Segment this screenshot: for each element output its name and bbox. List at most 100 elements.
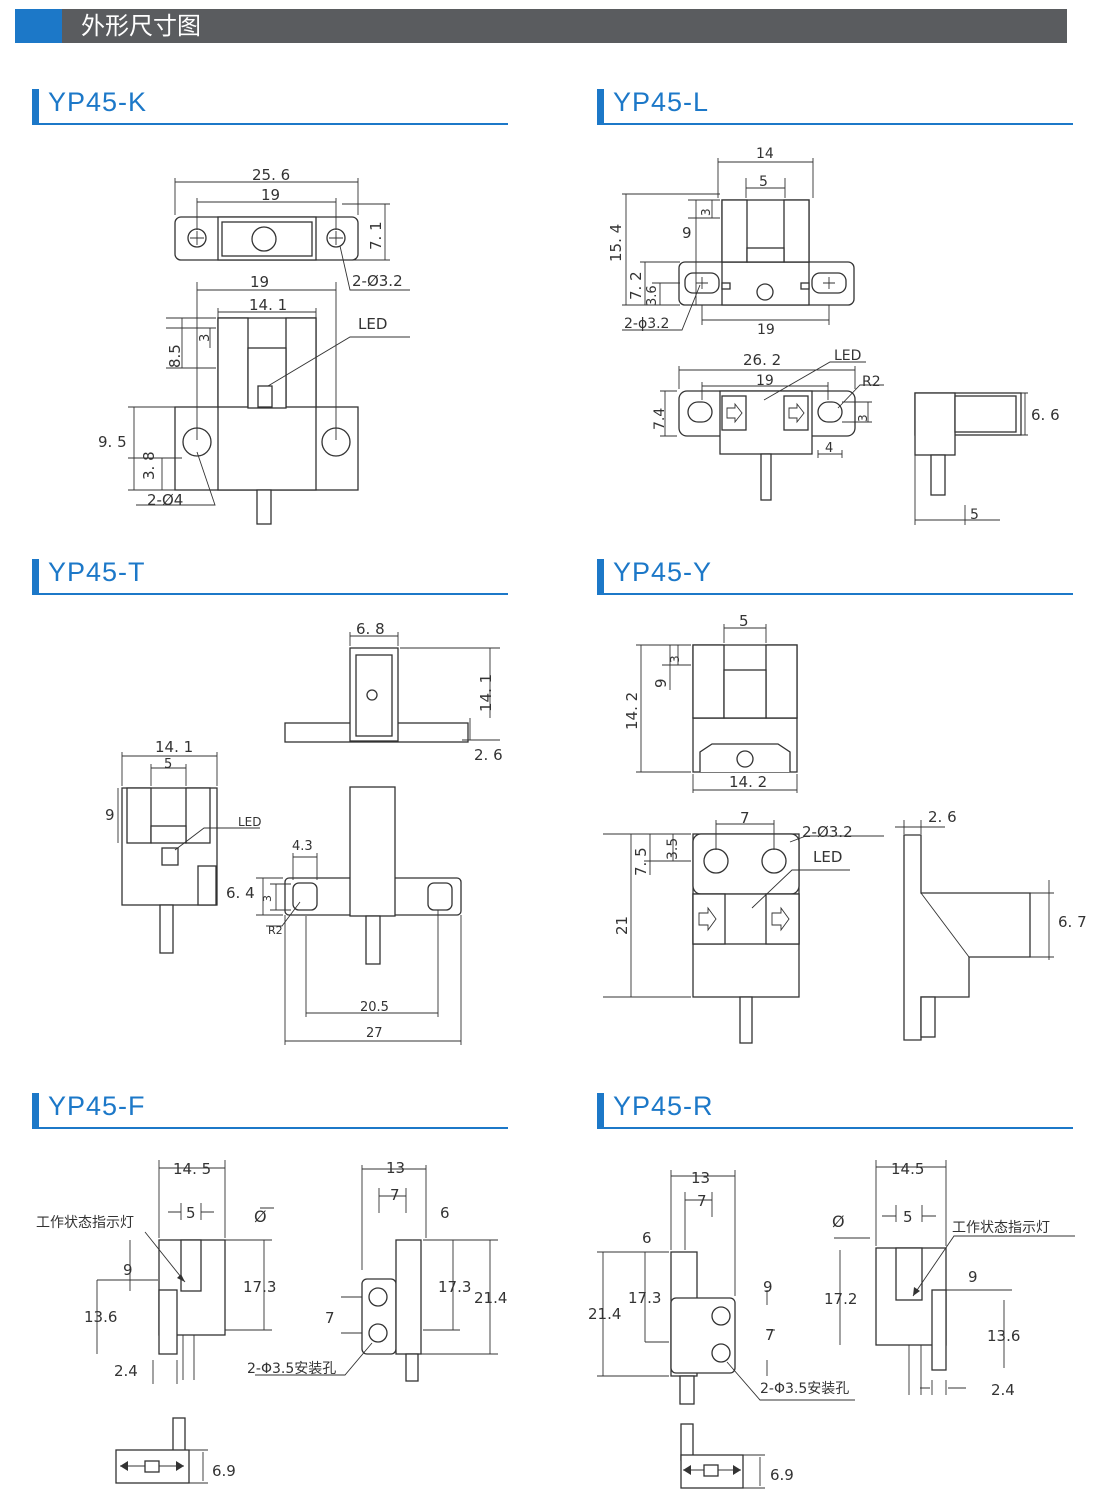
dimension-label: 7	[390, 1186, 400, 1204]
dimension-label: 2-Ø4	[147, 491, 183, 509]
dimension-label: 2. 6	[928, 808, 957, 826]
dimension-label: 7	[697, 1192, 707, 1210]
dimension-label: R2	[268, 924, 283, 937]
dimension-label: 13.6	[84, 1308, 117, 1326]
dimension-label: 7. 5	[632, 847, 650, 876]
dimension-label: 5	[759, 174, 768, 190]
dimension-label: 3	[699, 208, 713, 216]
dimension-label: 7. 1	[367, 221, 385, 250]
dimension-label: YP45-L	[613, 87, 710, 117]
dimension-label: 5	[739, 612, 749, 630]
dimension-label: 14. 2	[623, 692, 641, 730]
dimension-label: 3	[198, 334, 213, 342]
dimension-label: 14	[756, 146, 774, 162]
yp45-f-drawing: 14. 5 5 工作状态指示灯 Ø 9 17.3 13.6 2.4 13 7 6…	[36, 1159, 507, 1484]
dimension-label: 4	[825, 441, 833, 456]
dimension-label: 5	[903, 1208, 913, 1226]
dimension-label: 2-Φ3.5安装孔	[760, 1381, 849, 1397]
dimension-label: 9	[105, 806, 115, 824]
dimension-label: YP45-Y	[613, 557, 713, 587]
dimension-label: 14. 1	[155, 738, 193, 756]
dimension-label: 5	[186, 1204, 196, 1222]
yp45-t-drawing: 6. 8 14. 1 2. 6 14. 1 5 9 LED 4.3 6. 4 3…	[105, 620, 503, 1045]
dimension-label: Ø	[832, 1212, 845, 1231]
dimension-label: 17.2	[824, 1290, 857, 1308]
dimension-label: Ø	[254, 1207, 267, 1226]
dimension-label: 3	[261, 895, 274, 902]
section-title-yp45-y: YP45-Y	[597, 557, 1073, 595]
section-title-yp45-t: YP45-T	[32, 557, 508, 595]
dimension-label: 3	[668, 655, 682, 663]
dimension-label: R2	[862, 374, 881, 390]
section-title-yp45-k: YP45-K	[32, 87, 508, 125]
dimension-label: 7	[765, 1326, 775, 1344]
dimension-label: 2.4	[114, 1362, 138, 1380]
dimension-label: 6. 4	[226, 884, 255, 902]
dimension-label: 7.4	[652, 408, 668, 430]
yp45-r-drawing: 13 7 6 21.4 17.3 9 7 2-Φ3.5安装孔 6.9 14.5 …	[588, 1160, 1075, 1489]
dimension-label: 13	[386, 1159, 405, 1177]
dimension-label: 5	[164, 757, 172, 772]
section-title-yp45-f: YP45-F	[32, 1091, 508, 1129]
dimension-label: 5	[970, 507, 979, 523]
dimension-label: 13	[691, 1169, 710, 1187]
dimension-label: 2.4	[991, 1381, 1015, 1399]
dimension-label: 19	[261, 186, 280, 204]
yp45-l-drawing: 14 5 15. 4 9 3 7. 2 3.6 2-ϕ3.2 19 26. 2 …	[607, 146, 1060, 525]
dimension-label: 19	[757, 322, 775, 338]
dimension-label: 14. 1	[477, 674, 495, 712]
dimension-label: YP45-T	[48, 557, 146, 587]
dimension-label: 7. 2	[627, 271, 645, 300]
dimension-label: 21.4	[474, 1289, 507, 1307]
section-title-yp45-r: YP45-R	[597, 1091, 1073, 1129]
dimension-label: 6	[642, 1229, 652, 1247]
dimension-label: 21	[613, 916, 631, 935]
dimension-label: 3.5	[665, 838, 681, 860]
dimension-label: 14.5	[891, 1160, 924, 1178]
dimension-label: 2-ϕ3.2	[624, 316, 669, 332]
dimension-label: 工作状态指示灯	[952, 1220, 1050, 1236]
dimension-label: LED	[238, 815, 262, 829]
header-accent	[15, 9, 62, 43]
dimension-label: 工作状态指示灯	[36, 1215, 134, 1231]
section-title-yp45-l: YP45-L	[597, 87, 1073, 125]
dimension-label: 26. 2	[743, 351, 781, 369]
dimension-label: 6. 7	[1058, 913, 1087, 931]
dimension-label: 14. 2	[729, 773, 767, 791]
dimension-label: 15. 4	[607, 224, 625, 262]
dimension-label: 17.3	[438, 1278, 471, 1296]
dimension-label: 3	[856, 414, 870, 422]
dimension-label: 20.5	[360, 1000, 389, 1015]
dimension-label: 27	[366, 1026, 383, 1041]
dimension-label: 9	[968, 1268, 978, 1286]
yp45-k-drawing: 25. 6 19 7. 1 2-Ø3.2 19 14. 1 LED 8.5 3 …	[98, 166, 410, 525]
dimension-label: YP45-F	[48, 1091, 146, 1121]
dimension-label: 6. 8	[356, 620, 385, 638]
dimension-label: 8.5	[166, 344, 184, 368]
dimension-label: 9	[652, 678, 670, 688]
dimension-label: 17.3	[628, 1289, 661, 1307]
dimension-label: YP45-R	[613, 1091, 714, 1121]
dimension-label: 2-Ø3.2	[802, 823, 853, 841]
dimension-label: 3. 8	[140, 451, 158, 480]
dimension-label: 7	[740, 809, 750, 827]
dimension-label: 7	[325, 1309, 335, 1327]
dimension-label: 6. 6	[1031, 406, 1060, 424]
yp45-y-drawing: 5 3 9 14. 2 14. 2 7 2-Ø3.2 3.5 7. 5 LED …	[603, 612, 1087, 1044]
dimension-label: 9	[763, 1278, 773, 1296]
page-header: 外形尺寸图	[15, 9, 1067, 43]
dimension-label: 6	[440, 1204, 450, 1222]
dimension-label: 9. 5	[98, 433, 127, 451]
dimension-label: 6.9	[770, 1466, 794, 1484]
page-title: 外形尺寸图	[81, 12, 201, 40]
dimension-label: 9	[682, 224, 692, 242]
dimension-label: LED	[358, 315, 387, 333]
dimension-label: 21.4	[588, 1305, 621, 1323]
dimension-label: 2-Ø3.2	[352, 272, 403, 290]
dimension-label: YP45-K	[48, 87, 148, 117]
dimension-label: 13.6	[987, 1327, 1020, 1345]
dimension-label: 14. 5	[173, 1160, 211, 1178]
dimension-label: 17.3	[243, 1278, 276, 1296]
dimension-label: 19	[250, 273, 269, 291]
dimension-label: 6.9	[212, 1462, 236, 1480]
